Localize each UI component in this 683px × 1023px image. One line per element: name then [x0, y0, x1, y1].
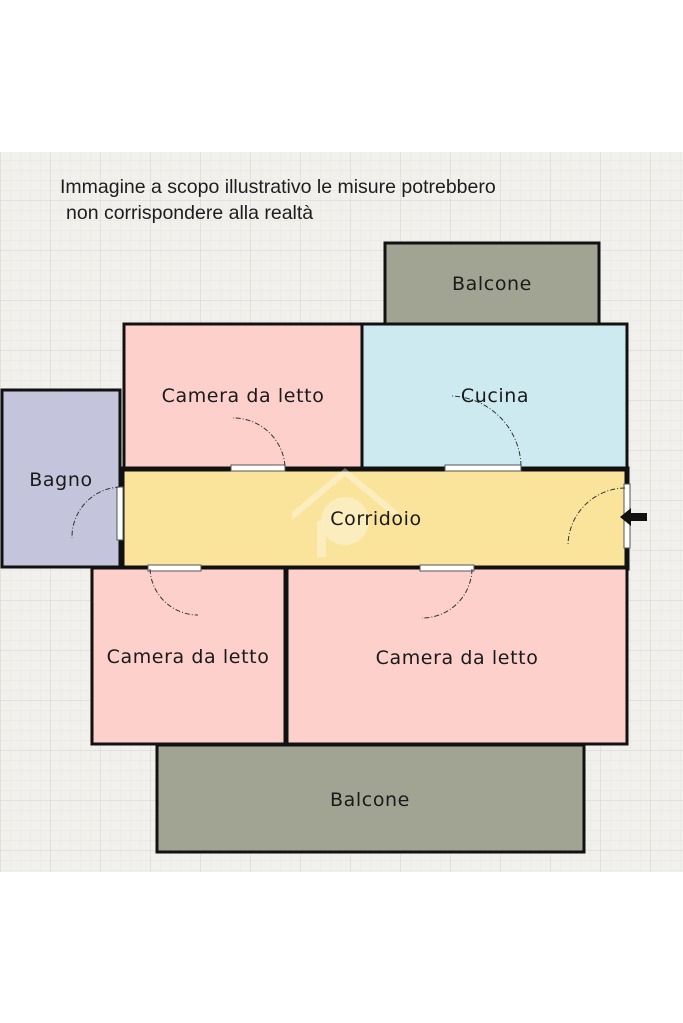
label-camera-1: Camera da letto — [162, 385, 325, 407]
label-balcone-bottom: Balcone — [330, 789, 410, 811]
label-cucina: Cucina — [461, 385, 529, 407]
room-camera-3 — [285, 566, 629, 746]
disclaimer-line-1: Immagine a scopo illustrativo le misure … — [60, 176, 496, 198]
room-cucina — [360, 322, 629, 470]
label-camera-2: Camera da letto — [107, 646, 270, 668]
door-camera-1 — [230, 417, 286, 472]
room-balcone-bottom — [155, 743, 586, 854]
room-corridoio — [119, 466, 630, 571]
arrow-left-icon — [620, 508, 647, 526]
door-camera-3 — [419, 564, 475, 619]
door-bagno — [71, 486, 124, 541]
watermark-logo — [292, 468, 398, 557]
label-bagno: Bagno — [29, 469, 92, 491]
label-camera-3: Camera da letto — [376, 647, 539, 669]
disclaimer-line-2: non corrispondere alla realtà — [66, 202, 314, 224]
room-camera-2 — [90, 566, 287, 746]
room-bagno — [0, 388, 122, 569]
door-cucina — [444, 395, 522, 472]
label-balcone-top: Balcone — [452, 273, 532, 295]
disclaimer-text: Immagine a scopo illustrativo le misure … — [60, 174, 660, 226]
door-camera-2 — [147, 564, 202, 616]
label-corridoio: Corridoio — [330, 508, 421, 530]
